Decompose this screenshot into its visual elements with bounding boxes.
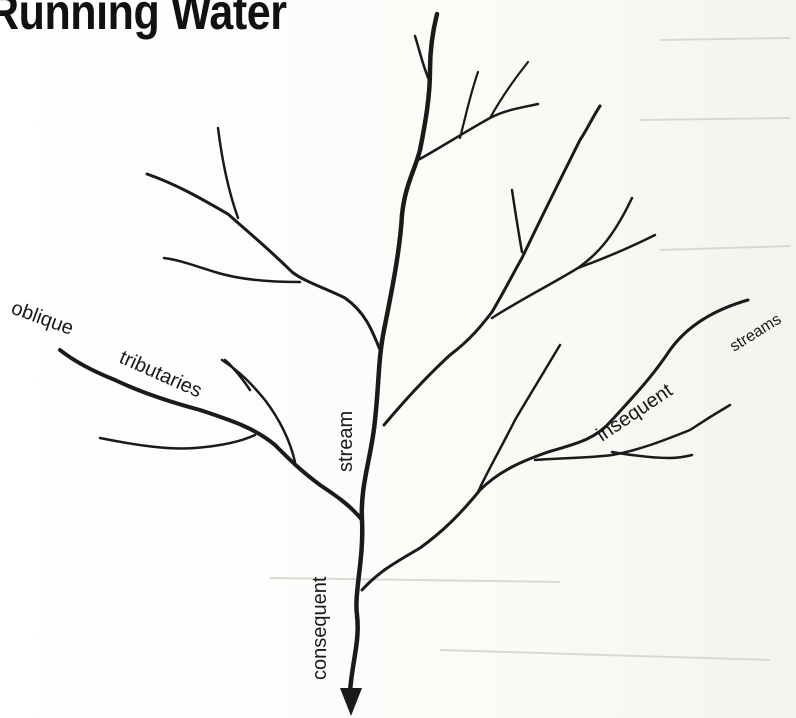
right-middle-twig xyxy=(512,190,522,252)
label-insequent: insequent xyxy=(592,379,677,446)
right-middle-side-branch xyxy=(492,198,632,318)
oblique-tributary-upper-twig xyxy=(225,360,250,390)
flow-arrow-icon xyxy=(340,688,362,716)
label-stream: stream xyxy=(335,411,357,472)
insequent-stream-upper xyxy=(478,345,560,492)
label-streams: streams xyxy=(727,311,784,356)
oblique-tributary-lower xyxy=(100,435,255,449)
right-middle-side-twig xyxy=(578,235,655,268)
oblique-tributary-main xyxy=(60,350,362,520)
insequent-stream-main xyxy=(362,300,748,590)
right-middle-branch xyxy=(384,106,600,425)
label-tributaries: tributaries xyxy=(116,346,205,402)
branch-top-right xyxy=(418,104,538,160)
label-consequent: consequent xyxy=(309,576,331,680)
insequent-stream-tail xyxy=(612,452,692,458)
label-oblique: oblique xyxy=(8,297,76,340)
oblique-tributary-upper xyxy=(222,360,295,462)
left-upper-twig xyxy=(218,128,238,218)
branch-top-left xyxy=(415,36,430,82)
bleed-through-marks xyxy=(270,38,790,660)
branch-top-right-twig xyxy=(460,72,478,138)
